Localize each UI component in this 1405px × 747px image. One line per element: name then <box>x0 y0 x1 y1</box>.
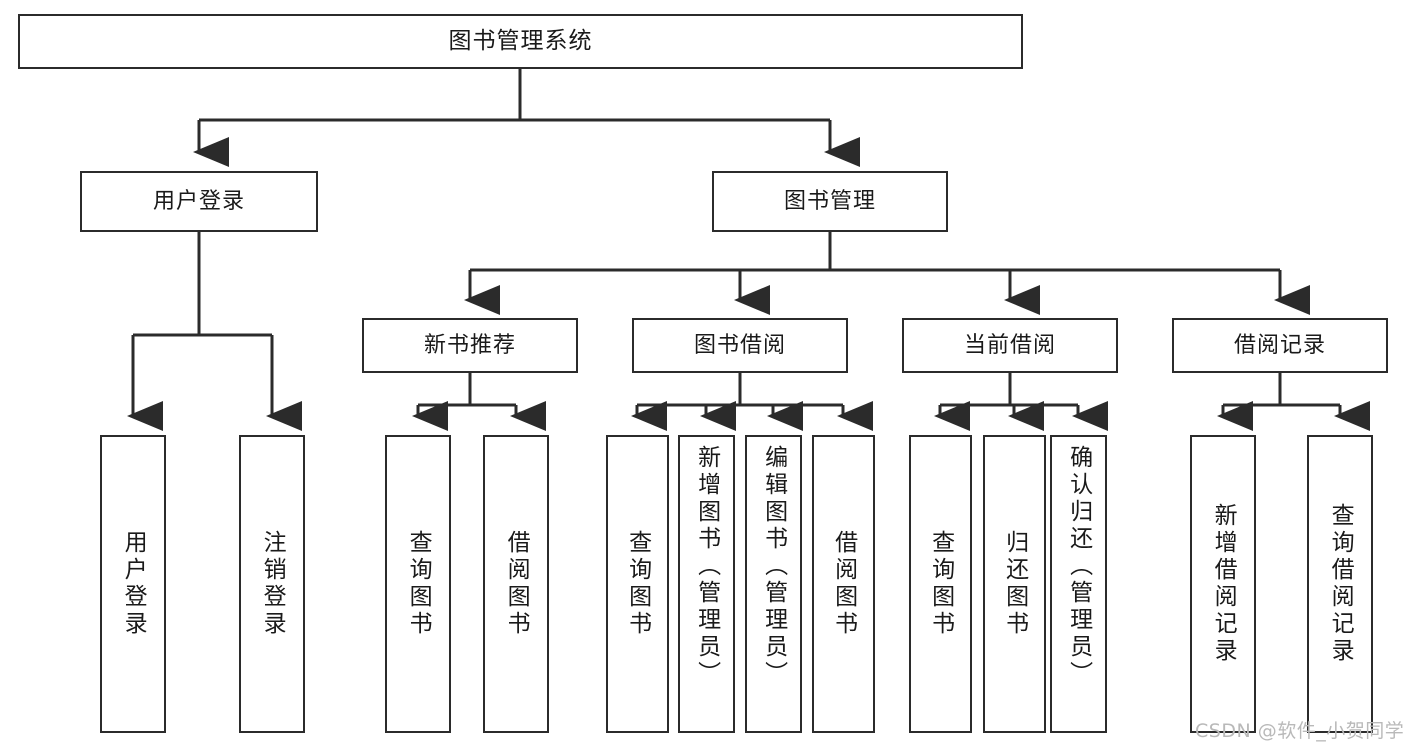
leaf-record-add-record[interactable]: 新增借阅记录 <box>1190 435 1256 733</box>
leaf-borrow-query-book-label: 查询图书 <box>624 530 651 638</box>
node-new-book-recommend[interactable]: 新书推荐 <box>362 318 578 373</box>
leaf-recommend-borrow-book[interactable]: 借阅图书 <box>483 435 549 733</box>
leaf-record-add-record-label: 新增借阅记录 <box>1210 503 1237 665</box>
leaf-user-login[interactable]: 用户登录 <box>100 435 166 733</box>
node-borrow-record-label: 借阅记录 <box>1233 332 1326 358</box>
leaf-current-return-book[interactable]: 归还图书 <box>983 435 1046 733</box>
leaf-borrow-edit-book-admin[interactable]: 编辑图书（管理员） <box>745 435 802 733</box>
leaf-borrow-add-book-admin-label: 新增图书（管理员） <box>693 445 720 688</box>
leaf-borrow-add-book-admin[interactable]: 新增图书（管理员） <box>678 435 735 733</box>
leaf-user-login-label: 用户登录 <box>120 530 147 638</box>
leaf-recommend-query-book[interactable]: 查询图书 <box>385 435 451 733</box>
node-book-borrow[interactable]: 图书借阅 <box>632 318 848 373</box>
leaf-borrow-lend-book[interactable]: 借阅图书 <box>812 435 875 733</box>
node-root-label: 图书管理系统 <box>448 27 593 54</box>
node-book-management[interactable]: 图书管理 <box>712 171 948 232</box>
node-book-management-label: 图书管理 <box>783 188 876 214</box>
node-current-borrow[interactable]: 当前借阅 <box>902 318 1118 373</box>
csdn-watermark: CSDN @软件_小贺同学 <box>1195 720 1405 742</box>
node-borrow-record[interactable]: 借阅记录 <box>1172 318 1388 373</box>
node-user-login-label: 用户登录 <box>152 188 245 214</box>
leaf-current-query-book[interactable]: 查询图书 <box>909 435 972 733</box>
leaf-current-return-book-label: 归还图书 <box>1001 530 1028 638</box>
node-current-borrow-label: 当前借阅 <box>963 332 1056 358</box>
leaf-current-confirm-return-admin-label: 确认归还（管理员） <box>1065 445 1092 688</box>
leaf-recommend-query-book-label: 查询图书 <box>405 530 432 638</box>
leaf-borrow-edit-book-admin-label: 编辑图书（管理员） <box>760 445 787 688</box>
leaf-borrow-query-book[interactable]: 查询图书 <box>606 435 669 733</box>
leaf-current-query-book-label: 查询图书 <box>927 530 954 638</box>
leaf-current-confirm-return-admin[interactable]: 确认归还（管理员） <box>1050 435 1107 733</box>
node-book-borrow-label: 图书借阅 <box>693 332 786 358</box>
node-user-login[interactable]: 用户登录 <box>80 171 318 232</box>
leaf-record-query-record[interactable]: 查询借阅记录 <box>1307 435 1373 733</box>
leaf-user-logout-label: 注销登录 <box>259 530 286 638</box>
leaf-recommend-borrow-book-label: 借阅图书 <box>503 530 530 638</box>
node-root[interactable]: 图书管理系统 <box>18 14 1023 69</box>
leaf-record-query-record-label: 查询借阅记录 <box>1327 503 1354 665</box>
leaf-user-logout[interactable]: 注销登录 <box>239 435 305 733</box>
node-new-book-recommend-label: 新书推荐 <box>423 332 516 358</box>
leaf-borrow-lend-book-label: 借阅图书 <box>830 530 857 638</box>
